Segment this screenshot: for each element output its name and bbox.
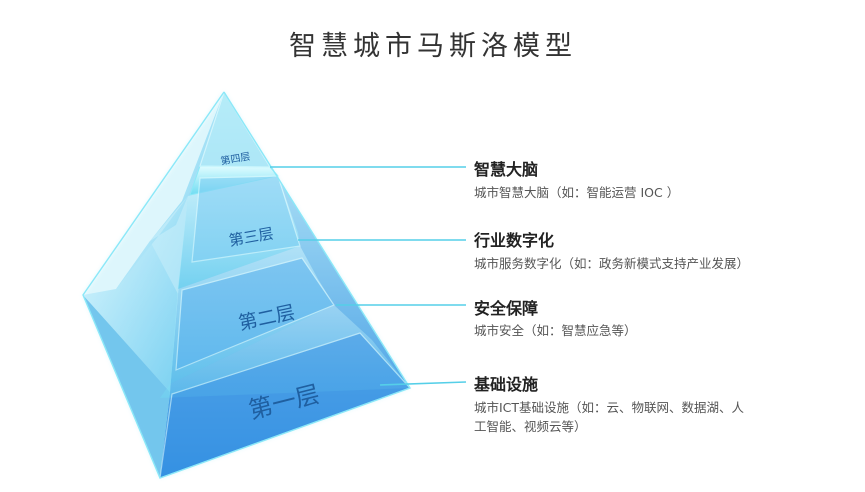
description-title-1: 智慧大脑	[474, 160, 538, 179]
description-title-3: 安全保障	[474, 299, 538, 318]
pyramid-outline	[82, 91, 412, 479]
description-line-1-1: 城市智慧大脑（如：智能运营 IOC ）	[474, 185, 679, 200]
description-title-4: 基础设施	[473, 375, 538, 394]
description-line-4-2: 工智能、视频云等）	[474, 419, 587, 434]
layer-segments	[159, 90, 412, 479]
description-1: 智慧大脑 城市智慧大脑（如：智能运营 IOC ）	[474, 160, 679, 200]
description-line-3-1: 城市安全（如：智慧应急等）	[474, 323, 637, 338]
description-4: 基础设施 城市ICT基础设施（如：云、物联网、数据湖、人 工智能、视频云等）	[473, 375, 745, 434]
description-3: 安全保障 城市安全（如：智慧应急等）	[474, 299, 637, 338]
pyramid-left-faces	[83, 92, 224, 478]
description-line-4-1: 城市ICT基础设施（如：云、物联网、数据湖、人	[474, 400, 745, 415]
page-title: 智慧城市马斯洛模型	[289, 31, 577, 62]
description-2: 行业数字化 城市服务数字化（如：政务新模式支持产业发展）	[473, 231, 749, 271]
leader-lines	[270, 166, 467, 386]
description-line-2-1: 城市服务数字化（如：政务新模式支持产业发展）	[474, 256, 749, 271]
description-title-2: 行业数字化	[473, 231, 554, 250]
